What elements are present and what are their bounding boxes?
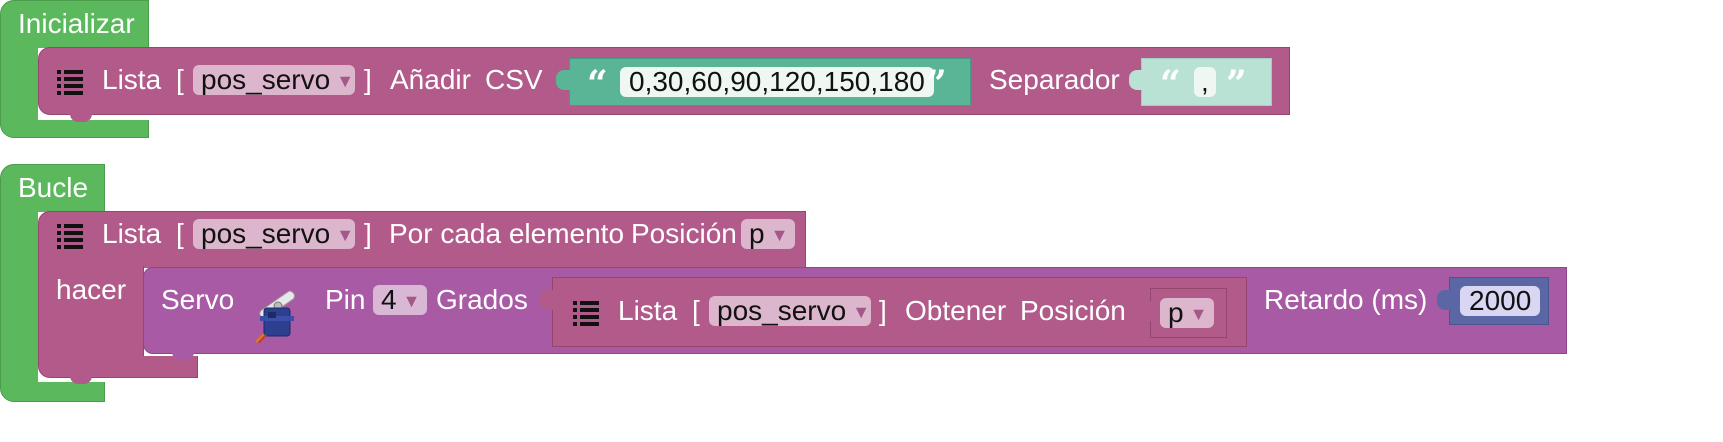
lista-label: Lista — [102, 64, 162, 95]
dropdown-arrow-icon: ▼ — [336, 225, 355, 245]
position-label: Posición — [1020, 295, 1126, 326]
dropdown-arrow-icon: ▼ — [1189, 304, 1208, 324]
list-foreach-block[interactable] — [38, 211, 806, 268]
do-label: hacer — [56, 274, 127, 305]
delay-value-field[interactable]: 2000 — [1460, 286, 1541, 316]
csv-value-field[interactable]: 0,30,60,90,120,150,180 — [620, 67, 934, 97]
separator-value-field[interactable]: , — [1194, 67, 1216, 97]
list-get-block[interactable] — [552, 277, 1247, 347]
variable-dropdown[interactable]: pos_servo▼ — [709, 296, 871, 326]
lista-label: Lista — [102, 218, 162, 249]
init-label: Inicializar — [18, 8, 135, 39]
get-label: Obtener — [905, 295, 1007, 326]
position-label: Posición — [631, 218, 737, 249]
degrees-label: Grados — [436, 284, 528, 315]
for-each-label: Por cada elemento — [389, 218, 625, 249]
close-bracket: ] — [364, 218, 372, 249]
close-bracket: ] — [364, 64, 372, 95]
dropdown-arrow-icon: ▼ — [402, 291, 421, 311]
pin-value: 4 — [381, 284, 397, 315]
close-quote-icon: ” — [1226, 63, 1247, 105]
close-quote-icon: ” — [926, 63, 947, 105]
open-quote-icon: “ — [587, 63, 608, 105]
servo-label: Servo — [161, 284, 235, 315]
position-dropdown[interactable]: p▼ — [1160, 298, 1214, 328]
list-icon — [57, 223, 83, 251]
variable-dropdown[interactable]: pos_servo▼ — [193, 65, 355, 95]
loop-label: Bucle — [18, 172, 89, 203]
variable-value: pos_servo — [201, 218, 331, 249]
servo-icon — [252, 284, 302, 344]
position-dropdown[interactable]: p▼ — [741, 219, 795, 249]
list-icon — [573, 300, 599, 328]
pin-label: Pin — [325, 284, 366, 315]
close-bracket: ] — [879, 295, 887, 326]
pin-dropdown[interactable]: 4▼ — [373, 285, 427, 315]
open-bracket: [ — [692, 295, 700, 326]
delay-label: Retardo (ms) — [1264, 284, 1428, 315]
variable-value: pos_servo — [717, 295, 847, 326]
open-quote-icon: “ — [1160, 63, 1181, 105]
variable-dropdown[interactable]: pos_servo▼ — [193, 219, 355, 249]
csv-label: CSV — [485, 64, 543, 95]
open-bracket: [ — [176, 64, 184, 95]
dropdown-arrow-icon: ▼ — [770, 225, 789, 245]
add-label: Añadir — [390, 64, 471, 95]
position-value: p — [749, 218, 765, 249]
variable-value: pos_servo — [201, 64, 331, 95]
dropdown-arrow-icon: ▼ — [336, 71, 355, 91]
position-value: p — [1168, 297, 1184, 328]
lista-label: Lista — [618, 295, 678, 326]
open-bracket: [ — [176, 218, 184, 249]
list-icon — [57, 69, 83, 97]
separator-label: Separador — [989, 64, 1120, 95]
dropdown-arrow-icon: ▼ — [852, 302, 871, 322]
